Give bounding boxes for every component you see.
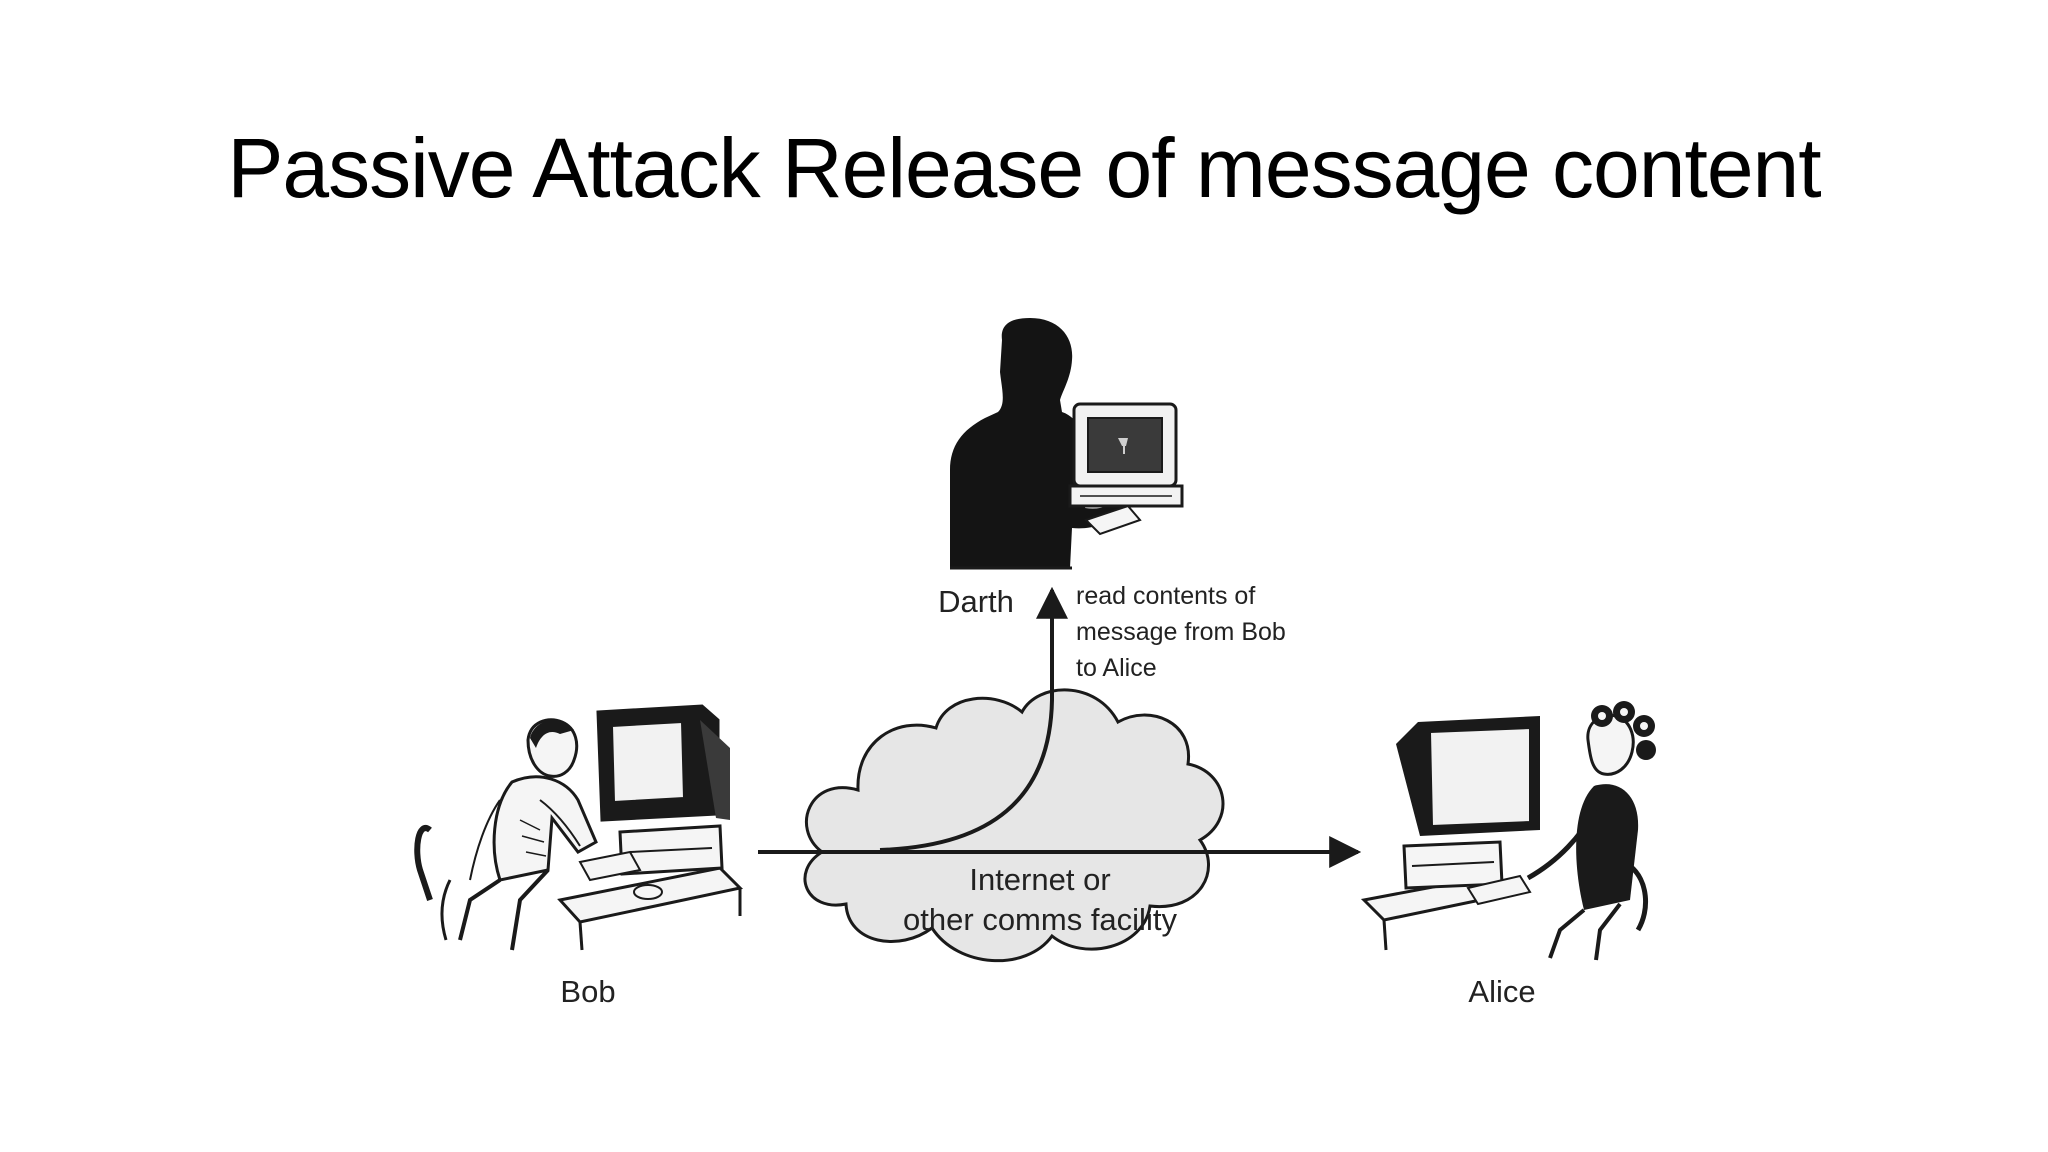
bob-figure <box>414 704 744 951</box>
bob-label: Bob <box>560 974 615 1009</box>
annotation-line-1: read contents of <box>1076 582 1255 610</box>
network-label-line-1: Internet or <box>969 862 1110 897</box>
alice-figure <box>1360 701 1656 961</box>
slide-title: Passive Attack Release of message conten… <box>227 121 1821 215</box>
annotation-line-2: message from Bob <box>1076 618 1286 646</box>
darth-label: Darth <box>938 584 1014 619</box>
annotation-line-3: to Alice <box>1076 654 1157 682</box>
darth-figure <box>950 318 1184 570</box>
alice-label: Alice <box>1468 974 1535 1009</box>
intercept-arrow-to-darth <box>879 586 1068 852</box>
network-cloud <box>803 688 1225 963</box>
network-label-line-2: other comms facility <box>903 902 1177 937</box>
